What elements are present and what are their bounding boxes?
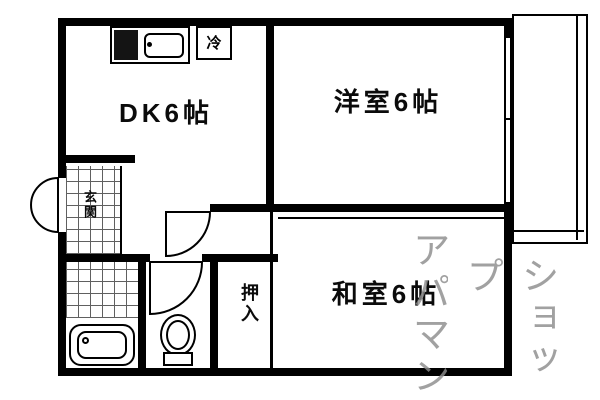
balcony-inner-line [514,230,584,232]
wall-left-lower [58,232,66,376]
balcony-railing-line [576,16,578,240]
faucet-icon [147,42,152,47]
wall-dk-entrance [58,155,135,163]
bathroom-tile-floor [66,262,138,318]
sliding-door-track [278,217,504,219]
room-label-closet: 押入 [239,283,259,325]
hallway-door-arc [165,211,212,258]
wall-bath-toilet [138,262,146,376]
window-mullion [504,118,512,120]
bathtub-drain [82,337,89,344]
room-label-western: 洋室6帖 [333,87,443,117]
wall-closet-top [218,254,278,262]
watermark-line1: アパマン [406,230,448,398]
wall-closet-japanese [270,212,273,368]
refrigerator-label: 冷 [206,35,222,52]
wall-left-upper [58,18,66,178]
entrance-tile-floor [66,166,120,254]
wall-hall-bath-left [58,254,150,262]
wall-top [58,18,512,26]
wall-dk-western [266,26,274,212]
toilet-tank [163,352,193,366]
watermark-line2: ショップ [460,256,557,382]
room-label-entrance: 玄関 [82,190,97,220]
entrance-door-arc [30,176,59,234]
kitchen-sink [144,33,184,58]
wall-right-upper [504,18,512,38]
room-label-dk: DK6帖 [118,98,213,128]
window [504,38,512,202]
entrance-step-line [120,166,122,254]
room-label-japanese: 和室6帖 [331,279,441,309]
wall-western-japanese [210,204,512,212]
toilet-inner [166,320,190,350]
bathtub-inner [77,331,127,359]
toilet-door-arc [149,261,204,316]
refrigerator-box: 冷 [196,26,232,60]
wall-bottom [58,368,512,376]
wall-toilet-closet [210,254,218,376]
wall-right-lower [504,202,512,376]
stove [114,30,138,60]
balcony [512,14,588,244]
